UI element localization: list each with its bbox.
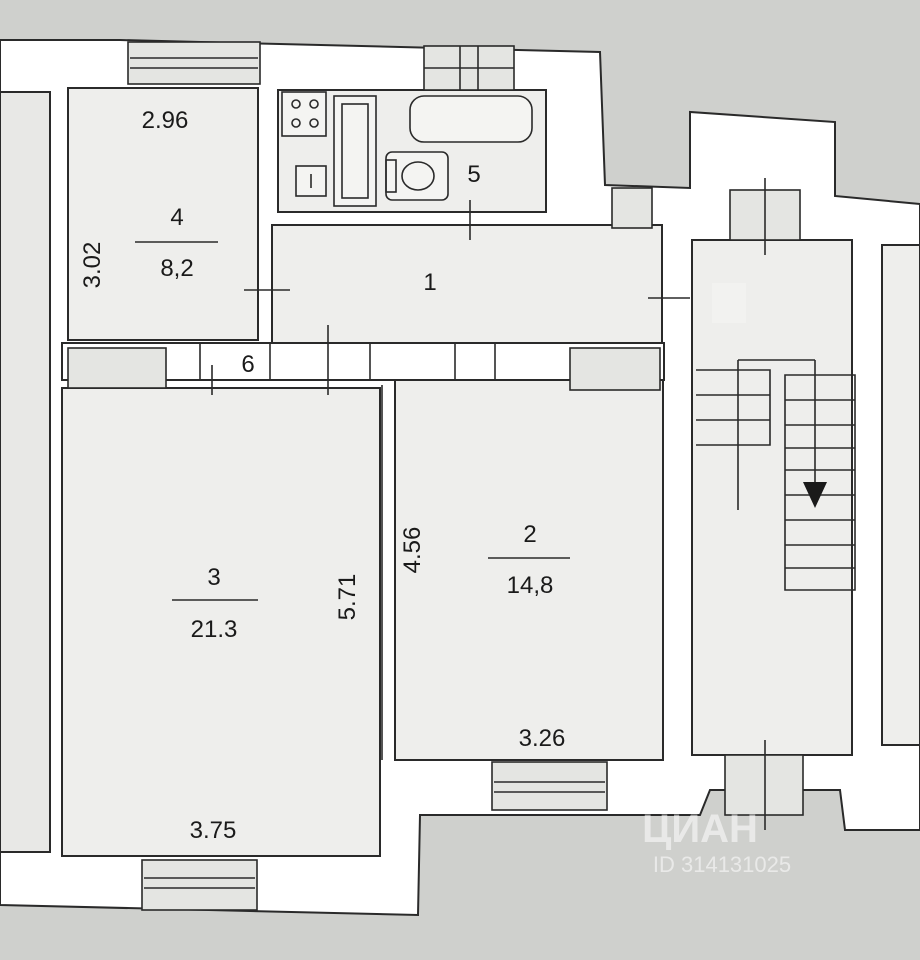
niche-left	[67, 347, 167, 389]
room-3-area: 21.3	[191, 616, 238, 643]
room-1-number: 1	[423, 269, 436, 296]
room-3-number: 3	[207, 564, 220, 591]
room-5-number: 5	[467, 161, 480, 188]
watermark-brand: ЦИАН	[642, 807, 758, 851]
stair-arrow-icon	[803, 482, 827, 508]
window-room-2	[491, 761, 608, 811]
room-2	[394, 379, 664, 761]
window-stair-bottom	[724, 740, 804, 830]
stair-patch	[712, 283, 746, 323]
dim-room2-depth: 4.56	[399, 527, 426, 574]
window-kitchen	[127, 41, 261, 85]
bathtub-icon	[409, 95, 533, 143]
dim-room3-depth: 5.71	[334, 574, 361, 621]
shower-tray-icon	[333, 95, 377, 207]
niche-right	[569, 347, 661, 391]
toilet-icon	[385, 151, 449, 201]
vent-shaft	[611, 187, 653, 229]
neighbor-room	[881, 244, 920, 746]
room-4-number: 4	[170, 204, 183, 231]
room-2-number: 2	[523, 521, 536, 548]
dim-room3-width: 3.75	[190, 817, 237, 844]
room-4-area: 8,2	[160, 255, 193, 282]
dim-kitchen-width: 2.96	[142, 107, 189, 134]
watermark-id: ID 314131025	[653, 852, 791, 877]
stove-icon	[281, 91, 327, 137]
dim-kitchen-depth: 3.02	[79, 242, 106, 289]
stair-flight	[696, 359, 856, 591]
left-strip	[0, 91, 51, 853]
room-3	[61, 387, 381, 857]
window-bathroom	[423, 45, 515, 91]
dim-room2-width: 3.26	[519, 725, 566, 752]
room-4-kitchen	[67, 87, 259, 341]
cian-watermark: ЦИАН ID 314131025	[642, 807, 791, 877]
room-6-number: 6	[241, 351, 254, 378]
window-room-3	[141, 859, 258, 911]
sink-icon	[295, 165, 327, 197]
room-2-area: 14,8	[507, 572, 554, 599]
window-stair-top	[729, 178, 801, 255]
room-1-hall	[271, 224, 663, 344]
staircase	[691, 239, 853, 756]
